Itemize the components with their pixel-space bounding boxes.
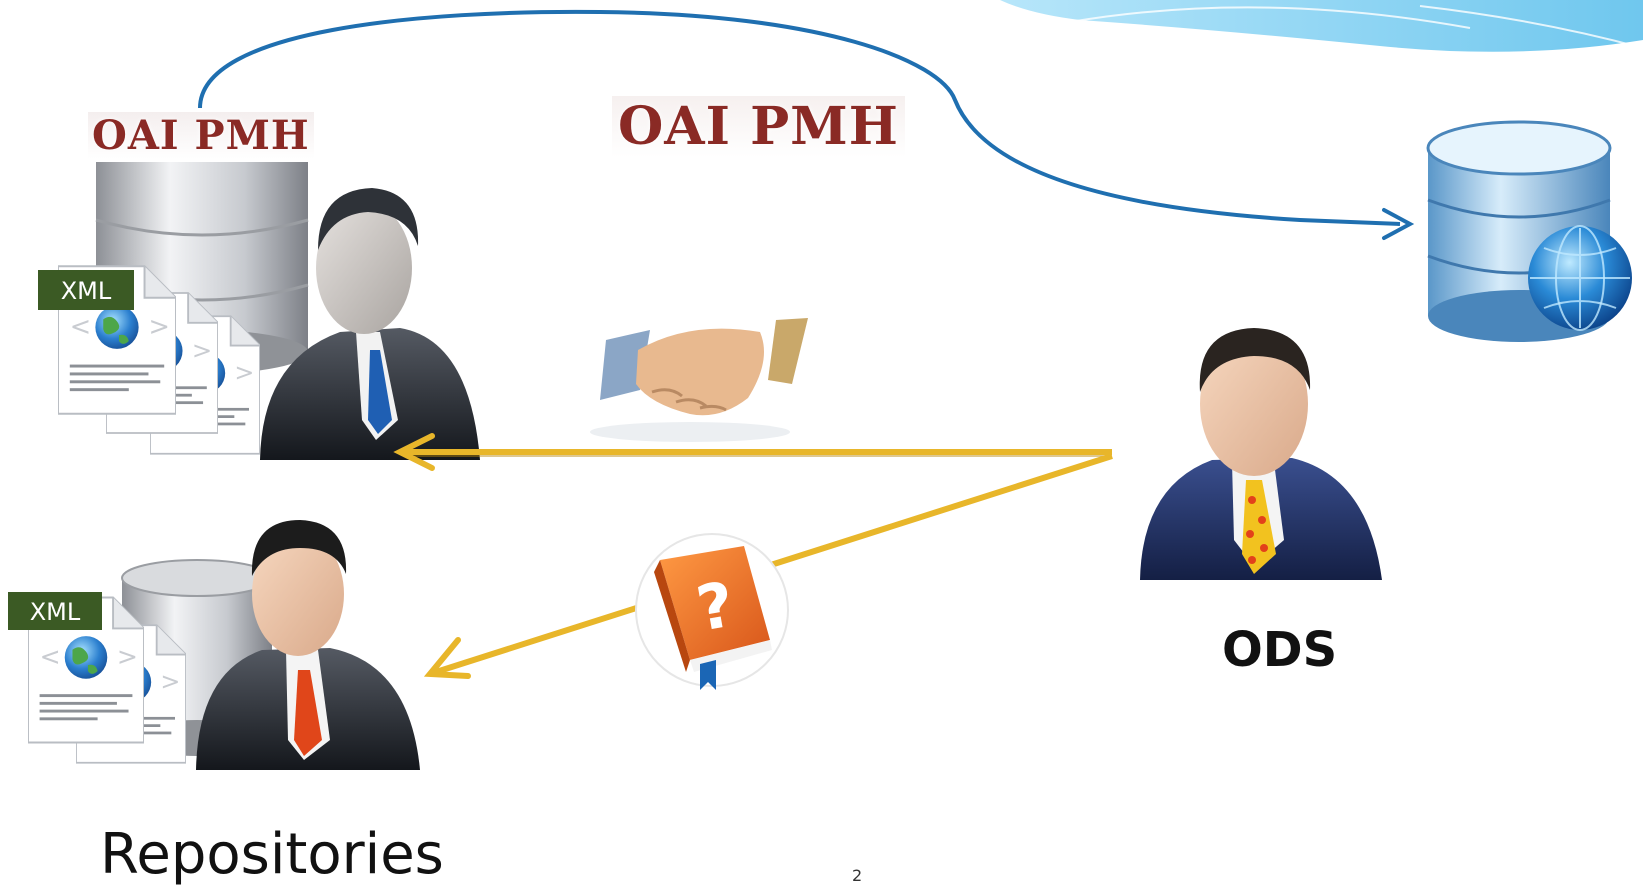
oai-pmh-label-center: OAI PMH <box>612 96 905 157</box>
handshake-icon <box>590 318 808 442</box>
ods-businessman-icon <box>1140 328 1382 580</box>
request-arrows <box>393 433 1113 679</box>
businessman-icon <box>260 188 480 460</box>
xml-document-icon: XML <box>38 265 260 455</box>
web-database-icon <box>1426 120 1632 342</box>
xml-badge-top: XML <box>61 277 112 305</box>
oai-pmh-label-left: OAI PMH <box>88 112 314 159</box>
ods-label: ODS <box>1222 622 1338 678</box>
xml-document-icon-bottom: XML <box>8 592 186 764</box>
harvest-arrow <box>198 9 1415 240</box>
corner-wave-decoration <box>1000 0 1643 52</box>
businessman-icon-bottom <box>196 520 420 770</box>
xml-badge-bottom: XML <box>30 598 81 626</box>
page-number: 2 <box>852 866 863 885</box>
help-book-icon: ? <box>635 533 789 690</box>
repositories-label: Repositories <box>100 822 444 887</box>
